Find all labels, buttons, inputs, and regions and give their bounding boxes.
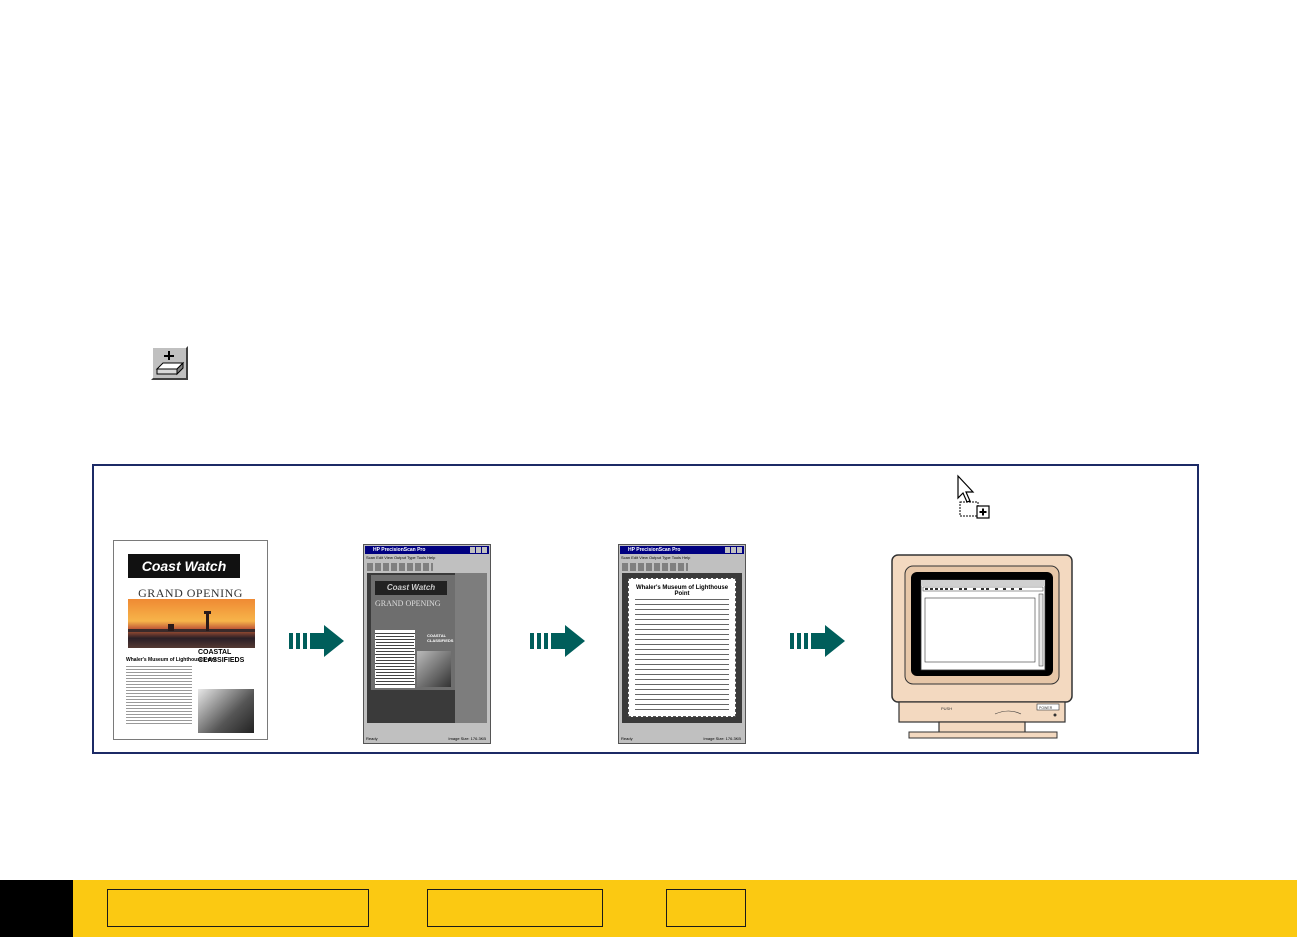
right-arrow-icon (289, 625, 344, 657)
right-arrow-icon (790, 625, 845, 657)
boat-photo (198, 689, 254, 733)
newsletter-original: Coast Watch GRAND OPENING Whaler's Museu… (113, 540, 268, 740)
preview-classifieds: COASTAL CLASSIFIEDS (427, 633, 454, 643)
lighthouse-photo (128, 599, 255, 648)
window-controls[interactable] (470, 547, 488, 553)
arrow-cursor-with-plus-icon (956, 474, 992, 520)
newsletter-classifieds: COASTAL CLASSIFIEDS (198, 649, 245, 664)
newsletter-title: GRAND OPENING (138, 586, 243, 600)
svg-text:POWER: POWER (1039, 706, 1053, 710)
article-text (635, 595, 729, 713)
window-toolbar[interactable] (367, 563, 433, 571)
newsletter-headline: Whaler's Museum of Lighthouse Point (126, 657, 217, 663)
newsletter-logo: Coast Watch (128, 554, 240, 578)
window-controls[interactable] (725, 547, 743, 553)
footer-nav-button-3[interactable] (666, 889, 746, 927)
selection-area[interactable] (375, 630, 415, 688)
preview-page: Coast Watch GRAND OPENING COASTAL CLASSI… (371, 575, 455, 690)
footer-nav-button-2[interactable] (427, 889, 603, 927)
monitor-icon: PUSH POWER (891, 554, 1073, 739)
right-arrow-icon (530, 625, 585, 657)
status-bar: Ready Image Size: 176.3KB (621, 736, 741, 741)
article-headline: Whaler's Museum of Lighthouse Point (635, 585, 729, 597)
scan-window-final: HP PrecisionScan Pro Scan Edit View Outp… (618, 544, 746, 744)
window-menu-bar[interactable]: Scan Edit View Output Type Tools Help (621, 555, 691, 560)
window-title-bar: HP PrecisionScan Pro (365, 546, 489, 554)
preview-title: GRAND OPENING (375, 599, 441, 608)
footer-page-tab (0, 880, 73, 937)
scan-toolbar-button[interactable] (151, 346, 188, 380)
window-menu-bar[interactable]: Scan Edit View Output Type Tools Help (366, 555, 436, 560)
preview-pane: Coast Watch GRAND OPENING COASTAL CLASSI… (367, 573, 487, 723)
preview-logo: Coast Watch (375, 581, 447, 595)
add-to-scanner-icon (155, 351, 185, 376)
svg-text:PUSH: PUSH (941, 706, 952, 711)
window-title-bar: HP PrecisionScan Pro (620, 546, 744, 554)
preview-boat-photo (417, 651, 451, 687)
window-toolbar[interactable] (622, 563, 688, 571)
newsletter-body-text (126, 664, 192, 724)
footer-nav-button-1[interactable] (107, 889, 369, 927)
selected-article[interactable]: Whaler's Museum of Lighthouse Point (628, 578, 736, 717)
final-pane: Whaler's Museum of Lighthouse Point (622, 573, 742, 723)
scan-window-preview: HP PrecisionScan Pro Scan Edit View Outp… (363, 544, 491, 744)
status-bar: Ready Image Size: 176.3KB (366, 736, 486, 741)
